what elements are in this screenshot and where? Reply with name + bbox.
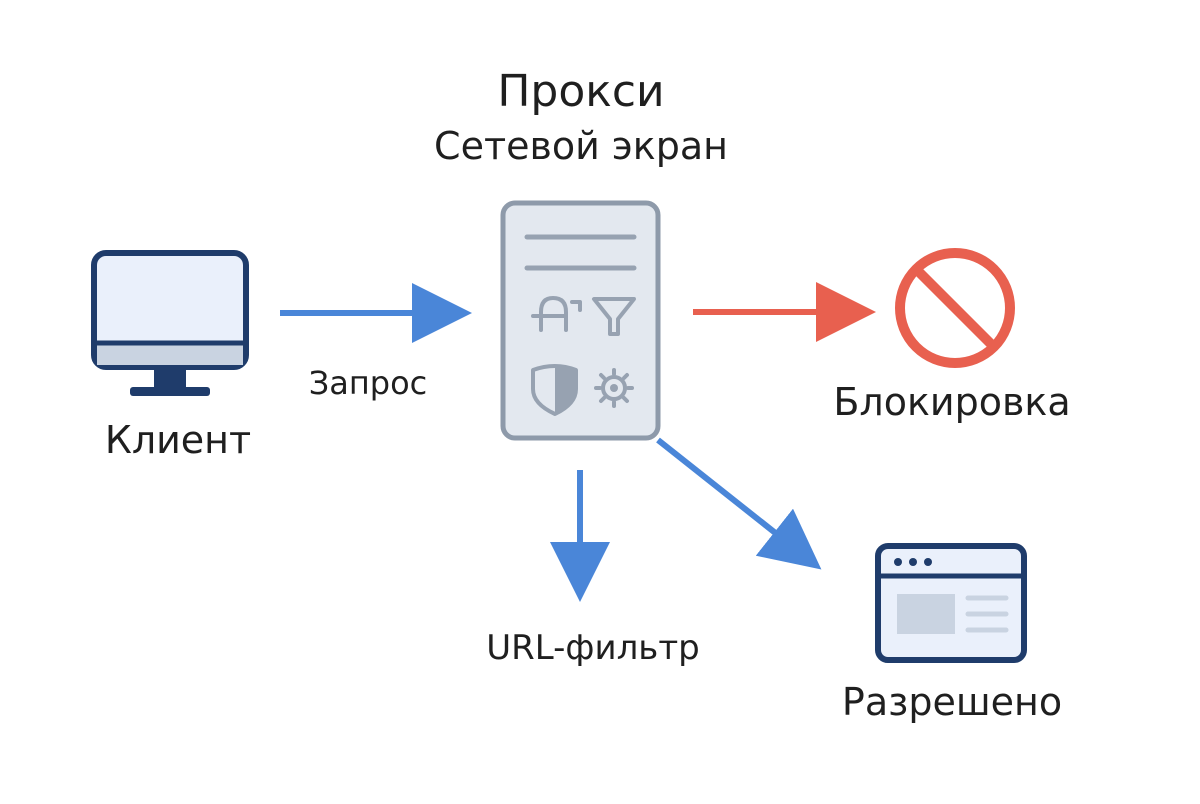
proxy-card [500, 200, 661, 441]
proxy-title: Прокси [497, 66, 665, 117]
client-label: Клиент [104, 418, 252, 462]
filter-icon [592, 297, 636, 336]
request-label: Запрос [308, 364, 428, 402]
blocked-label: Блокировка [833, 380, 1071, 424]
browser-window-icon [875, 543, 1027, 663]
block-icon [895, 248, 1015, 368]
gear-icon [594, 368, 634, 408]
proxy-subtitle: Сетевой экран [434, 124, 728, 168]
text-lines-icon [524, 234, 637, 271]
allowed-arrow [656, 437, 822, 570]
filter-text-icon [531, 296, 582, 332]
monitor-icon [91, 250, 249, 396]
allowed-label: Разрешено [841, 680, 1063, 724]
shield-icon [531, 364, 578, 416]
url-filter-label: URL-фильтр [486, 628, 700, 668]
